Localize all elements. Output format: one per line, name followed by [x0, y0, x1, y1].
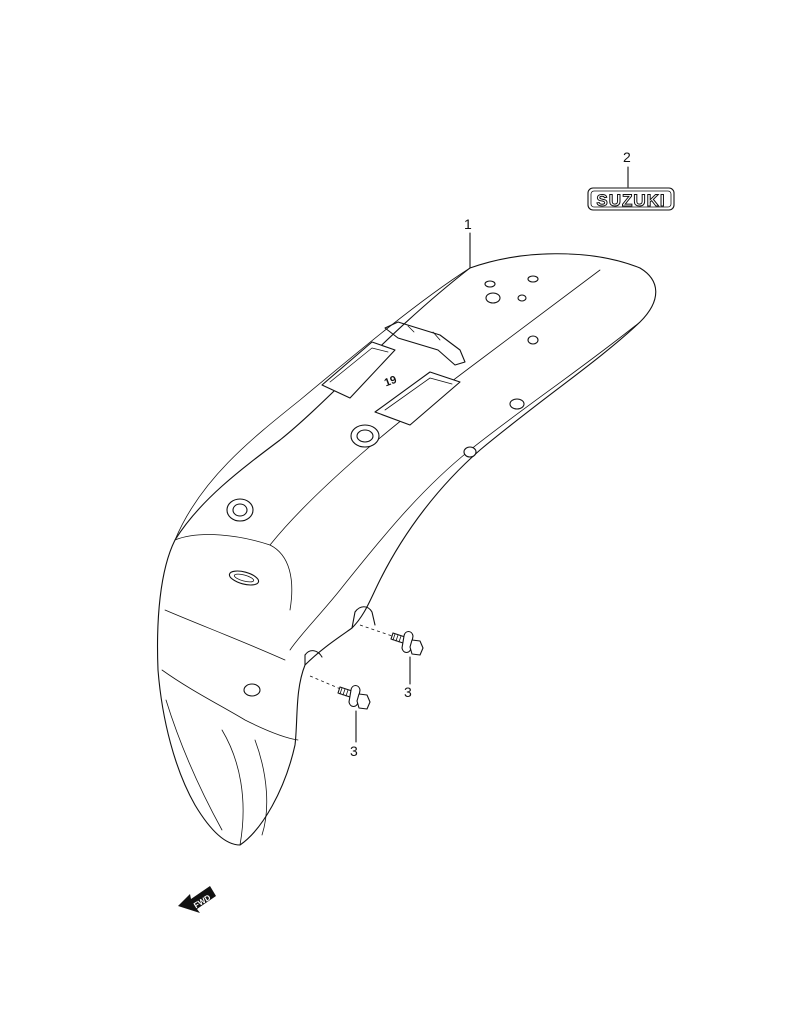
- emblem-text: SUZUKI: [596, 191, 665, 210]
- forward-direction-arrow: FWD: [178, 886, 216, 913]
- fwd-arrow-icon: [178, 886, 216, 913]
- part-number-3-lower: 3: [350, 743, 358, 759]
- bolt-head: [356, 693, 371, 710]
- part-number-1: 1: [464, 216, 472, 232]
- svg-text:19: 19: [383, 374, 399, 389]
- part-3-bolt-upper[interactable]: 3: [359, 624, 424, 700]
- part-number-3-upper: 3: [404, 684, 412, 700]
- part-2-emblem[interactable]: 2 SUZUKI: [587, 149, 675, 211]
- fender-body: [156, 253, 657, 846]
- part-number-2: 2: [623, 149, 631, 165]
- part-3-bolt-lower[interactable]: 3: [309, 675, 371, 759]
- bolt-head: [409, 639, 424, 656]
- emblem-badge: [587, 187, 675, 211]
- part-1-rear-fender[interactable]: 1: [156, 216, 657, 846]
